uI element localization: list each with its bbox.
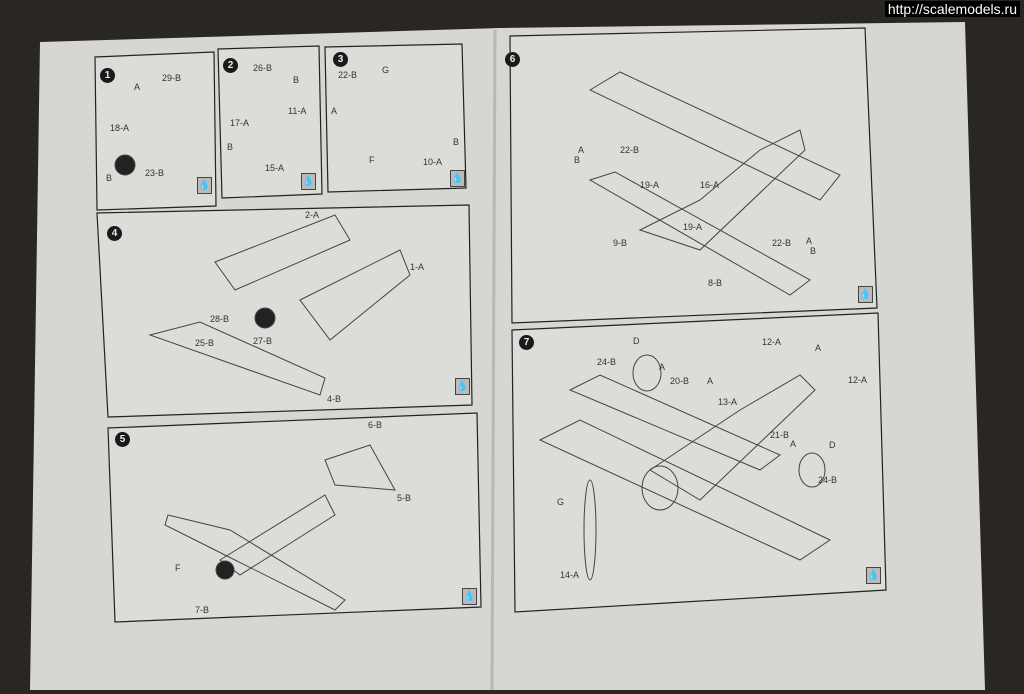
- step-6-panel: [509, 27, 878, 324]
- step-1-engine: [114, 154, 136, 176]
- part-label: B: [574, 155, 581, 165]
- part-label: 12-A: [848, 375, 868, 385]
- part-label: G: [557, 497, 565, 507]
- part-label: 21-B: [770, 430, 790, 440]
- part-label: 11-A: [288, 106, 307, 116]
- part-label: A: [134, 82, 141, 92]
- part-label: B: [453, 137, 460, 147]
- part-label: A: [790, 439, 797, 449]
- part-label: A: [806, 236, 813, 246]
- part-label: 15-A: [265, 163, 285, 173]
- step-7-lower-wing: [538, 419, 832, 561]
- part-label: 12-A: [762, 337, 782, 347]
- step-4-wing: [148, 321, 326, 396]
- drop-icon: 💧: [858, 286, 873, 303]
- part-label: 19-A: [640, 180, 660, 190]
- step-5-wing: [164, 514, 346, 611]
- drop-icon: 💧: [301, 173, 316, 190]
- step-4-panel: [96, 204, 473, 418]
- part-label: 28-B: [210, 314, 230, 324]
- part-label: 24-B: [597, 357, 617, 367]
- part-label: 8-B: [708, 278, 723, 288]
- step-4-fuselage-2: [299, 249, 411, 341]
- step-5-panel: [107, 412, 482, 623]
- step-5-tail: [324, 444, 396, 491]
- step-4-number: 4: [107, 226, 122, 241]
- part-label: A: [707, 376, 714, 386]
- part-label: 19-A: [683, 222, 703, 232]
- part-label: 2-A: [305, 210, 320, 220]
- part-label: 22-B: [620, 145, 640, 155]
- part-label: 1-A: [410, 262, 425, 272]
- part-label: 26-B: [253, 63, 273, 73]
- part-label: 17-A: [230, 118, 250, 128]
- step-4-fuselage: [214, 214, 351, 291]
- part-label: 13-A: [718, 397, 738, 407]
- part-label: 27-B: [253, 336, 273, 346]
- step-6-number: 6: [505, 52, 520, 67]
- part-label: 18-A: [110, 123, 130, 133]
- part-label: A: [578, 145, 585, 155]
- part-label: 25-B: [195, 338, 215, 348]
- drop-icon: 💧: [455, 378, 470, 395]
- part-label: 7-B: [195, 605, 210, 615]
- step-2-panel: [217, 45, 323, 199]
- step-4-engine: [254, 307, 276, 329]
- part-label: B: [293, 75, 300, 85]
- part-label: 9-B: [613, 238, 628, 248]
- part-label: B: [810, 246, 817, 256]
- part-label: 10-A: [423, 157, 443, 167]
- part-label: F: [369, 155, 375, 165]
- part-label: 16-A: [700, 180, 720, 190]
- step-7-wheel-right: [798, 452, 826, 488]
- watermark: http://scalemodels.ru: [884, 1, 1020, 17]
- step-7-upper-wing: [568, 374, 781, 471]
- drop-icon: 💧: [450, 170, 465, 187]
- part-label: B: [106, 173, 113, 183]
- part-label: 22-B: [772, 238, 792, 248]
- part-label: 29-B: [162, 73, 182, 83]
- part-label: B: [227, 142, 234, 152]
- step-1-number: 1: [100, 68, 115, 83]
- drop-icon: 💧: [197, 177, 212, 194]
- part-label: D: [829, 440, 836, 450]
- part-label: 6-B: [368, 420, 383, 430]
- part-label: A: [815, 343, 822, 353]
- part-label: F: [175, 563, 181, 573]
- part-label: A: [331, 106, 338, 116]
- step-3-panel: [324, 43, 467, 193]
- part-label: D: [633, 336, 640, 346]
- step-7-propeller: [583, 479, 597, 581]
- step-7-engine: [641, 465, 679, 511]
- step-2-number: 2: [223, 58, 238, 73]
- step-7-number: 7: [519, 335, 534, 350]
- step-6-fuselage: [638, 129, 806, 251]
- drop-icon: 💧: [462, 588, 477, 605]
- step-7-fuselage: [649, 374, 816, 501]
- booklet-spine: [490, 29, 497, 691]
- part-label: 20-B: [670, 376, 690, 386]
- part-label: 23-B: [145, 168, 165, 178]
- part-label: 24-B: [818, 475, 838, 485]
- drop-icon: 💧: [866, 567, 881, 584]
- part-label: G: [382, 65, 390, 75]
- step-6-lower-wing: [588, 171, 811, 296]
- part-label: 22-B: [338, 70, 358, 80]
- part-label: 5-B: [397, 493, 412, 503]
- part-label: A: [659, 362, 666, 372]
- part-label: 4-B: [327, 394, 342, 404]
- step-7-wheel-left: [632, 354, 662, 392]
- step-5-number: 5: [115, 432, 130, 447]
- step-7-panel: [511, 312, 887, 613]
- step-3-number: 3: [333, 52, 348, 67]
- step-5-engine: [215, 560, 235, 580]
- part-label: 14-A: [560, 570, 580, 580]
